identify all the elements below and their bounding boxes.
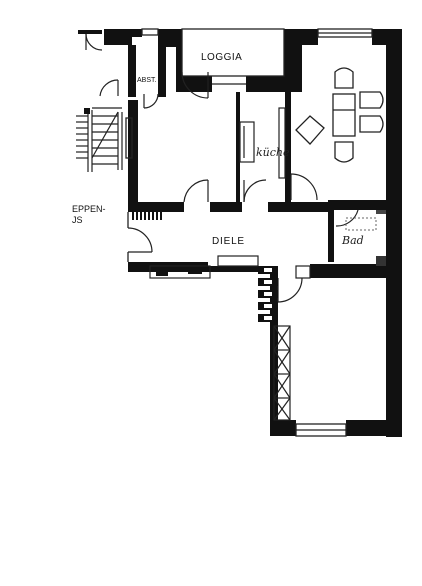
living-furniture [295, 67, 384, 163]
stair-post [84, 108, 90, 114]
wall-loggia-left [176, 29, 182, 91]
bath-divider [376, 210, 386, 214]
wardrobe-hatching [156, 212, 158, 220]
wall-top-abst [132, 29, 142, 37]
walls [78, 29, 402, 437]
label-kueche: küche [256, 146, 290, 159]
doors [127, 71, 359, 303]
loggia-outline [181, 28, 285, 77]
shaft-hole [264, 292, 272, 296]
wall-bottom-2 [346, 420, 402, 436]
niche-block-2 [188, 268, 202, 274]
wall-left-room [128, 100, 138, 212]
wall-loggia-bottom-left [176, 76, 212, 92]
niche-block [156, 268, 168, 276]
door-kitchen-arc [243, 179, 267, 203]
shaft-hole [264, 304, 272, 308]
wall-diele-bottom-1 [128, 262, 208, 272]
window-cross [273, 325, 291, 351]
window-cross [273, 373, 291, 399]
kitchen-right-unit [278, 107, 286, 179]
shaft-hole [264, 268, 272, 272]
label-treppenhaus-line1: EPPEN- [72, 204, 106, 214]
wall-diele-bottom-3 [310, 264, 388, 278]
wall-abst-right [158, 45, 166, 97]
door-entry-arc [127, 227, 153, 253]
diele-niche [217, 255, 259, 267]
chair-right-1 [359, 91, 384, 109]
wardrobe-hatching [136, 212, 138, 220]
wall-diele-bottom-2 [208, 266, 272, 272]
window-cross [273, 349, 291, 375]
stair-diagonal [91, 111, 119, 159]
diele-outline [149, 255, 311, 279]
door-bottom-room-arc [277, 277, 303, 303]
wardrobe-hatching [148, 212, 150, 220]
bath-fixtures [345, 217, 377, 231]
wall-diele-top-4 [330, 200, 388, 210]
bath-sink [345, 217, 377, 231]
wall-bottom-1 [270, 420, 296, 436]
wardrobe-hatching [132, 212, 134, 220]
wardrobe-hatching [144, 212, 146, 220]
stair-door-arc-2 [99, 79, 119, 97]
kitchen-counter [239, 121, 255, 163]
staircase [76, 33, 123, 172]
label-treppenhaus-line2: JS [72, 215, 83, 225]
wall-kitchen-left [236, 92, 240, 202]
wall-top-abst2 [158, 29, 176, 47]
door-living-arc [290, 173, 318, 201]
wardrobe-hatching [140, 212, 142, 220]
diele-hatch-area [295, 265, 311, 279]
chair-top [334, 67, 354, 89]
shaft-hole [264, 280, 272, 284]
wall-diele-top-2 [210, 202, 242, 212]
kitchen-fixtures [239, 107, 286, 179]
outlines [125, 28, 373, 437]
window-left-bedroom [125, 117, 133, 159]
door-bedroom-arc [183, 179, 209, 203]
door-bad-arc [335, 209, 359, 227]
wall-bad-left [328, 200, 334, 262]
wardrobe-hatching [152, 212, 154, 220]
wardrobe-hatching [160, 212, 162, 220]
wall-top-left [104, 29, 132, 45]
door-loggia-arc [181, 71, 209, 99]
niche-frame [149, 265, 211, 279]
diele-details [132, 212, 202, 276]
wall-loggia-bottom-right [246, 76, 302, 92]
label-bad: Bad [341, 234, 364, 247]
shaft-hole [264, 316, 272, 320]
wall-loggia-right [284, 29, 302, 91]
wall-stair-top [78, 30, 102, 34]
label-loggia: LOGGIA [201, 52, 242, 63]
window-crosses [273, 325, 291, 421]
label-diele: DIELE [212, 236, 245, 247]
window-top-abst [141, 28, 159, 36]
shaft-holes [264, 268, 272, 320]
table [332, 93, 356, 137]
chair-right-2 [359, 115, 384, 133]
stair-door-arc [85, 33, 103, 51]
wall-right [386, 29, 402, 437]
wall-living-left [285, 92, 291, 208]
door-abst-arc [143, 93, 159, 109]
wall-diele-top-1 [128, 202, 184, 212]
wall-diele-top-3 [268, 202, 330, 212]
bath-fixture-block [376, 256, 386, 266]
chair-bottom [334, 141, 354, 163]
window-cross [273, 397, 291, 421]
armchair [295, 115, 325, 145]
label-abstellraum: ABST. [137, 77, 157, 84]
wall-abst-left [128, 45, 136, 97]
